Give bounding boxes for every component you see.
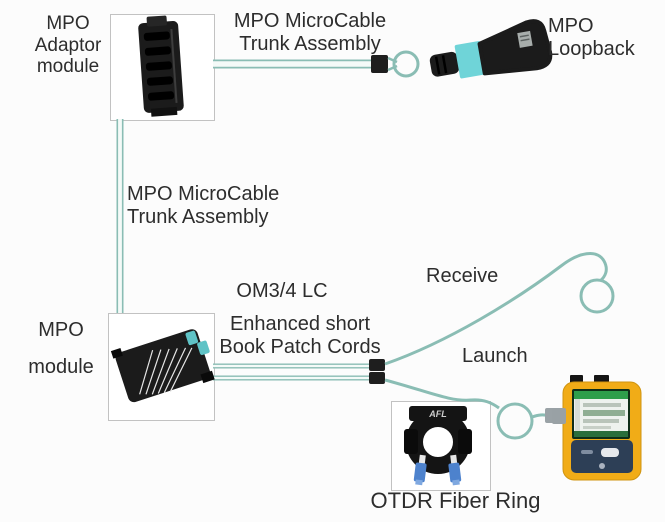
cable-clamp-launch: [369, 372, 385, 384]
loop-leads: [387, 56, 398, 72]
otdr-fiber-ring-box: [391, 401, 491, 491]
mpo-loopback-image: [429, 19, 553, 79]
adaptor-module-label-line1: MPO: [46, 13, 90, 34]
adaptor-module-label-line3: module: [36, 56, 100, 77]
patch-cords-label-rest: Enhanced short Book Patch Cords: [205, 313, 395, 359]
adaptor-module-label-line2: Adaptor: [34, 34, 102, 56]
cable-clamp-top: [371, 55, 388, 73]
cable-clamp-receive: [369, 359, 385, 371]
mpo-module-line2: module: [28, 356, 94, 378]
mpo-module-line1: MPO: [38, 319, 84, 341]
mpo-module-label: MPO module: [14, 312, 108, 386]
launch-label: Launch: [462, 345, 528, 367]
trunk-mid-line1: MPO MicroCable: [127, 183, 280, 205]
trunk-assembly-mid-label: MPO MicroCable Trunk Assembly: [127, 183, 279, 229]
mpo-loopback-label: MPO Loopback: [548, 15, 635, 61]
patch-cords-label-line1: OM3/4 LC: [236, 280, 328, 302]
trunk-top-line2: Trunk Assembly: [239, 33, 381, 55]
patch-cords-line3: Book Patch Cords: [219, 336, 381, 358]
receive-label: Receive: [426, 265, 499, 287]
trunk-mid-line2: Trunk Assembly: [127, 206, 269, 228]
patch-cords-line2: Enhanced short: [229, 313, 371, 335]
otdr-fiber-ring-label: OTDR Fiber Ring: [370, 488, 541, 513]
cable-end-loop: [392, 50, 420, 78]
adaptor-module-label: MPO Adaptor module: [22, 13, 114, 78]
otdr-port-connector: [545, 408, 564, 423]
loopback-line1: MPO: [548, 15, 594, 37]
adaptor-module-box: [110, 14, 215, 121]
trunk-assembly-top-label: MPO MicroCable Trunk Assembly: [225, 10, 395, 56]
mpo-module-box: [108, 313, 215, 421]
loopback-line2: Loopback: [548, 38, 635, 60]
trunk-top-line1: MPO MicroCable: [233, 10, 387, 32]
otdr-tester-image: [552, 375, 642, 481]
